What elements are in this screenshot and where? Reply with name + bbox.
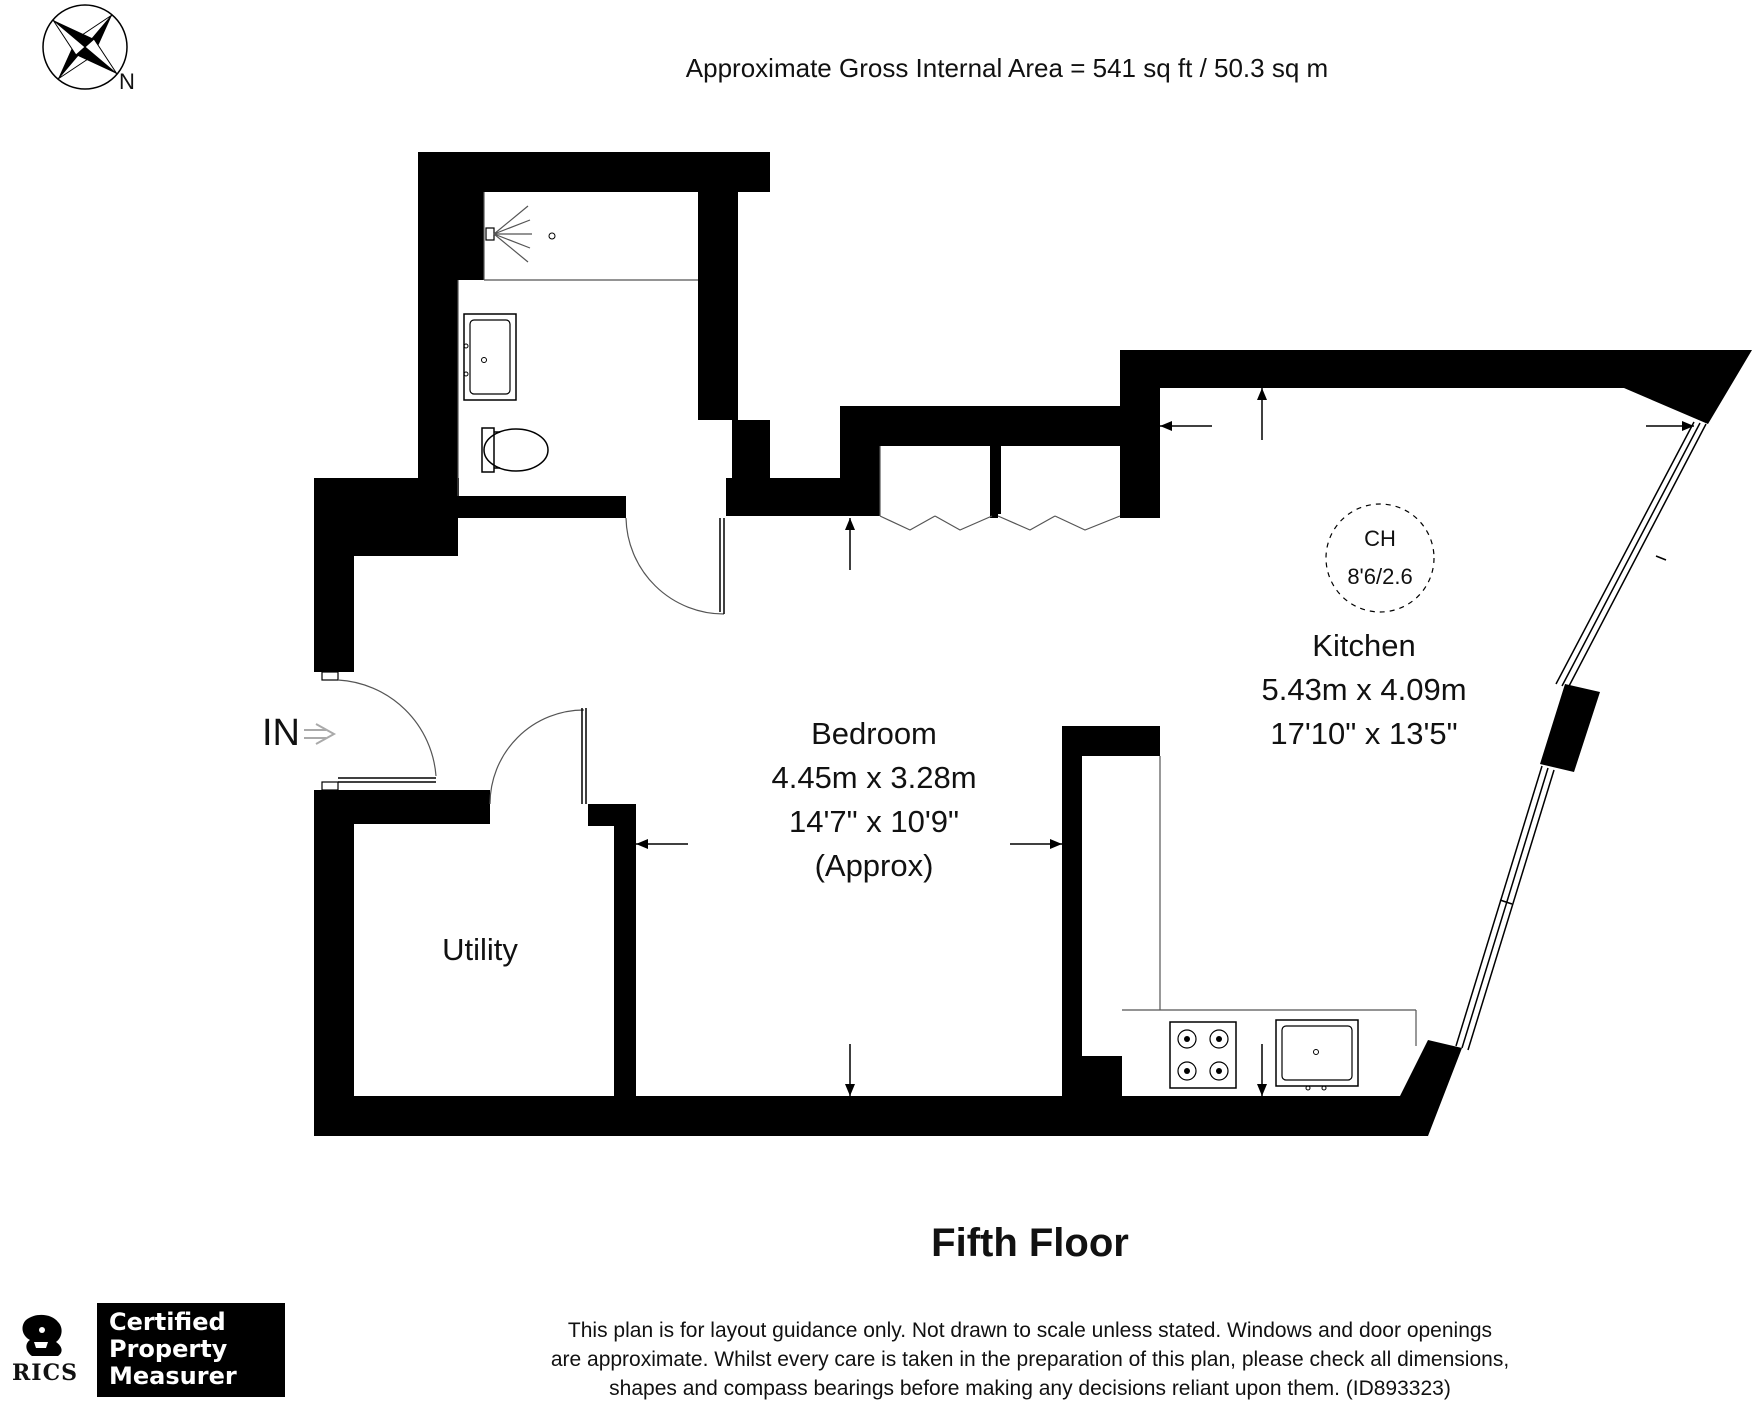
entrance-label: IN <box>262 712 300 754</box>
ceiling-height-label: CH <box>1364 526 1396 551</box>
gross-area-text: Approximate Gross Internal Area = 541 sq… <box>686 53 1328 83</box>
basin-icon <box>463 313 517 401</box>
entrance-door <box>321 671 437 791</box>
bathroom-door <box>625 517 725 615</box>
disclaimer-line: are approximate. Whilst every care is ta… <box>550 1348 1510 1371</box>
toilet-icon <box>481 427 549 473</box>
certified-line: Property <box>109 1335 228 1363</box>
utility-door <box>489 708 587 805</box>
wardrobe-doors <box>879 446 1121 531</box>
window-slanted <box>1455 421 1707 1051</box>
bedroom-note: (Approx) <box>815 848 934 883</box>
bedroom-metric: 4.45m x 3.28m <box>771 760 976 795</box>
bedroom-imperial: 14'7" x 10'9" <box>789 804 959 839</box>
disclaimer-line: This plan is for layout guidance only. N… <box>567 1319 1493 1342</box>
arrow-right-icon <box>304 723 337 745</box>
compass-star-icon <box>42 4 128 90</box>
utility-name: Utility <box>442 932 518 967</box>
kitchen-imperial: 17'10" x 13'5" <box>1270 716 1457 751</box>
kitchen-metric: 5.43m x 4.09m <box>1261 672 1466 707</box>
disclaimer: This plan is for layout guidance only. N… <box>450 1316 1610 1403</box>
ceiling-height-marker <box>1325 503 1435 613</box>
disclaimer-line: shapes and compass bearings before makin… <box>609 1377 1451 1400</box>
bedroom-name: Bedroom <box>811 716 937 751</box>
compass-north-label: N <box>119 69 135 94</box>
rics-label: RICS <box>12 1360 78 1386</box>
bathroom-fixtures <box>457 192 698 496</box>
ceiling-height-value: 8'6/2.6 <box>1347 564 1412 589</box>
certified-line: Certified <box>109 1308 226 1336</box>
kitchen-fittings <box>1122 756 1417 1091</box>
walls <box>314 152 1752 1136</box>
floor-title: Fifth Floor <box>931 1221 1129 1265</box>
rics-lion-icon <box>22 1314 62 1356</box>
sink-icon <box>1275 1019 1359 1091</box>
hob-icon <box>1169 1021 1237 1089</box>
certified-line: Measurer <box>109 1362 237 1390</box>
kitchen-name: Kitchen <box>1312 628 1415 663</box>
certified-property-measurer-badge: Certified Property Measurer <box>97 1303 285 1397</box>
shower-head-icon <box>485 205 556 263</box>
dimension-arrows <box>636 388 1694 1096</box>
